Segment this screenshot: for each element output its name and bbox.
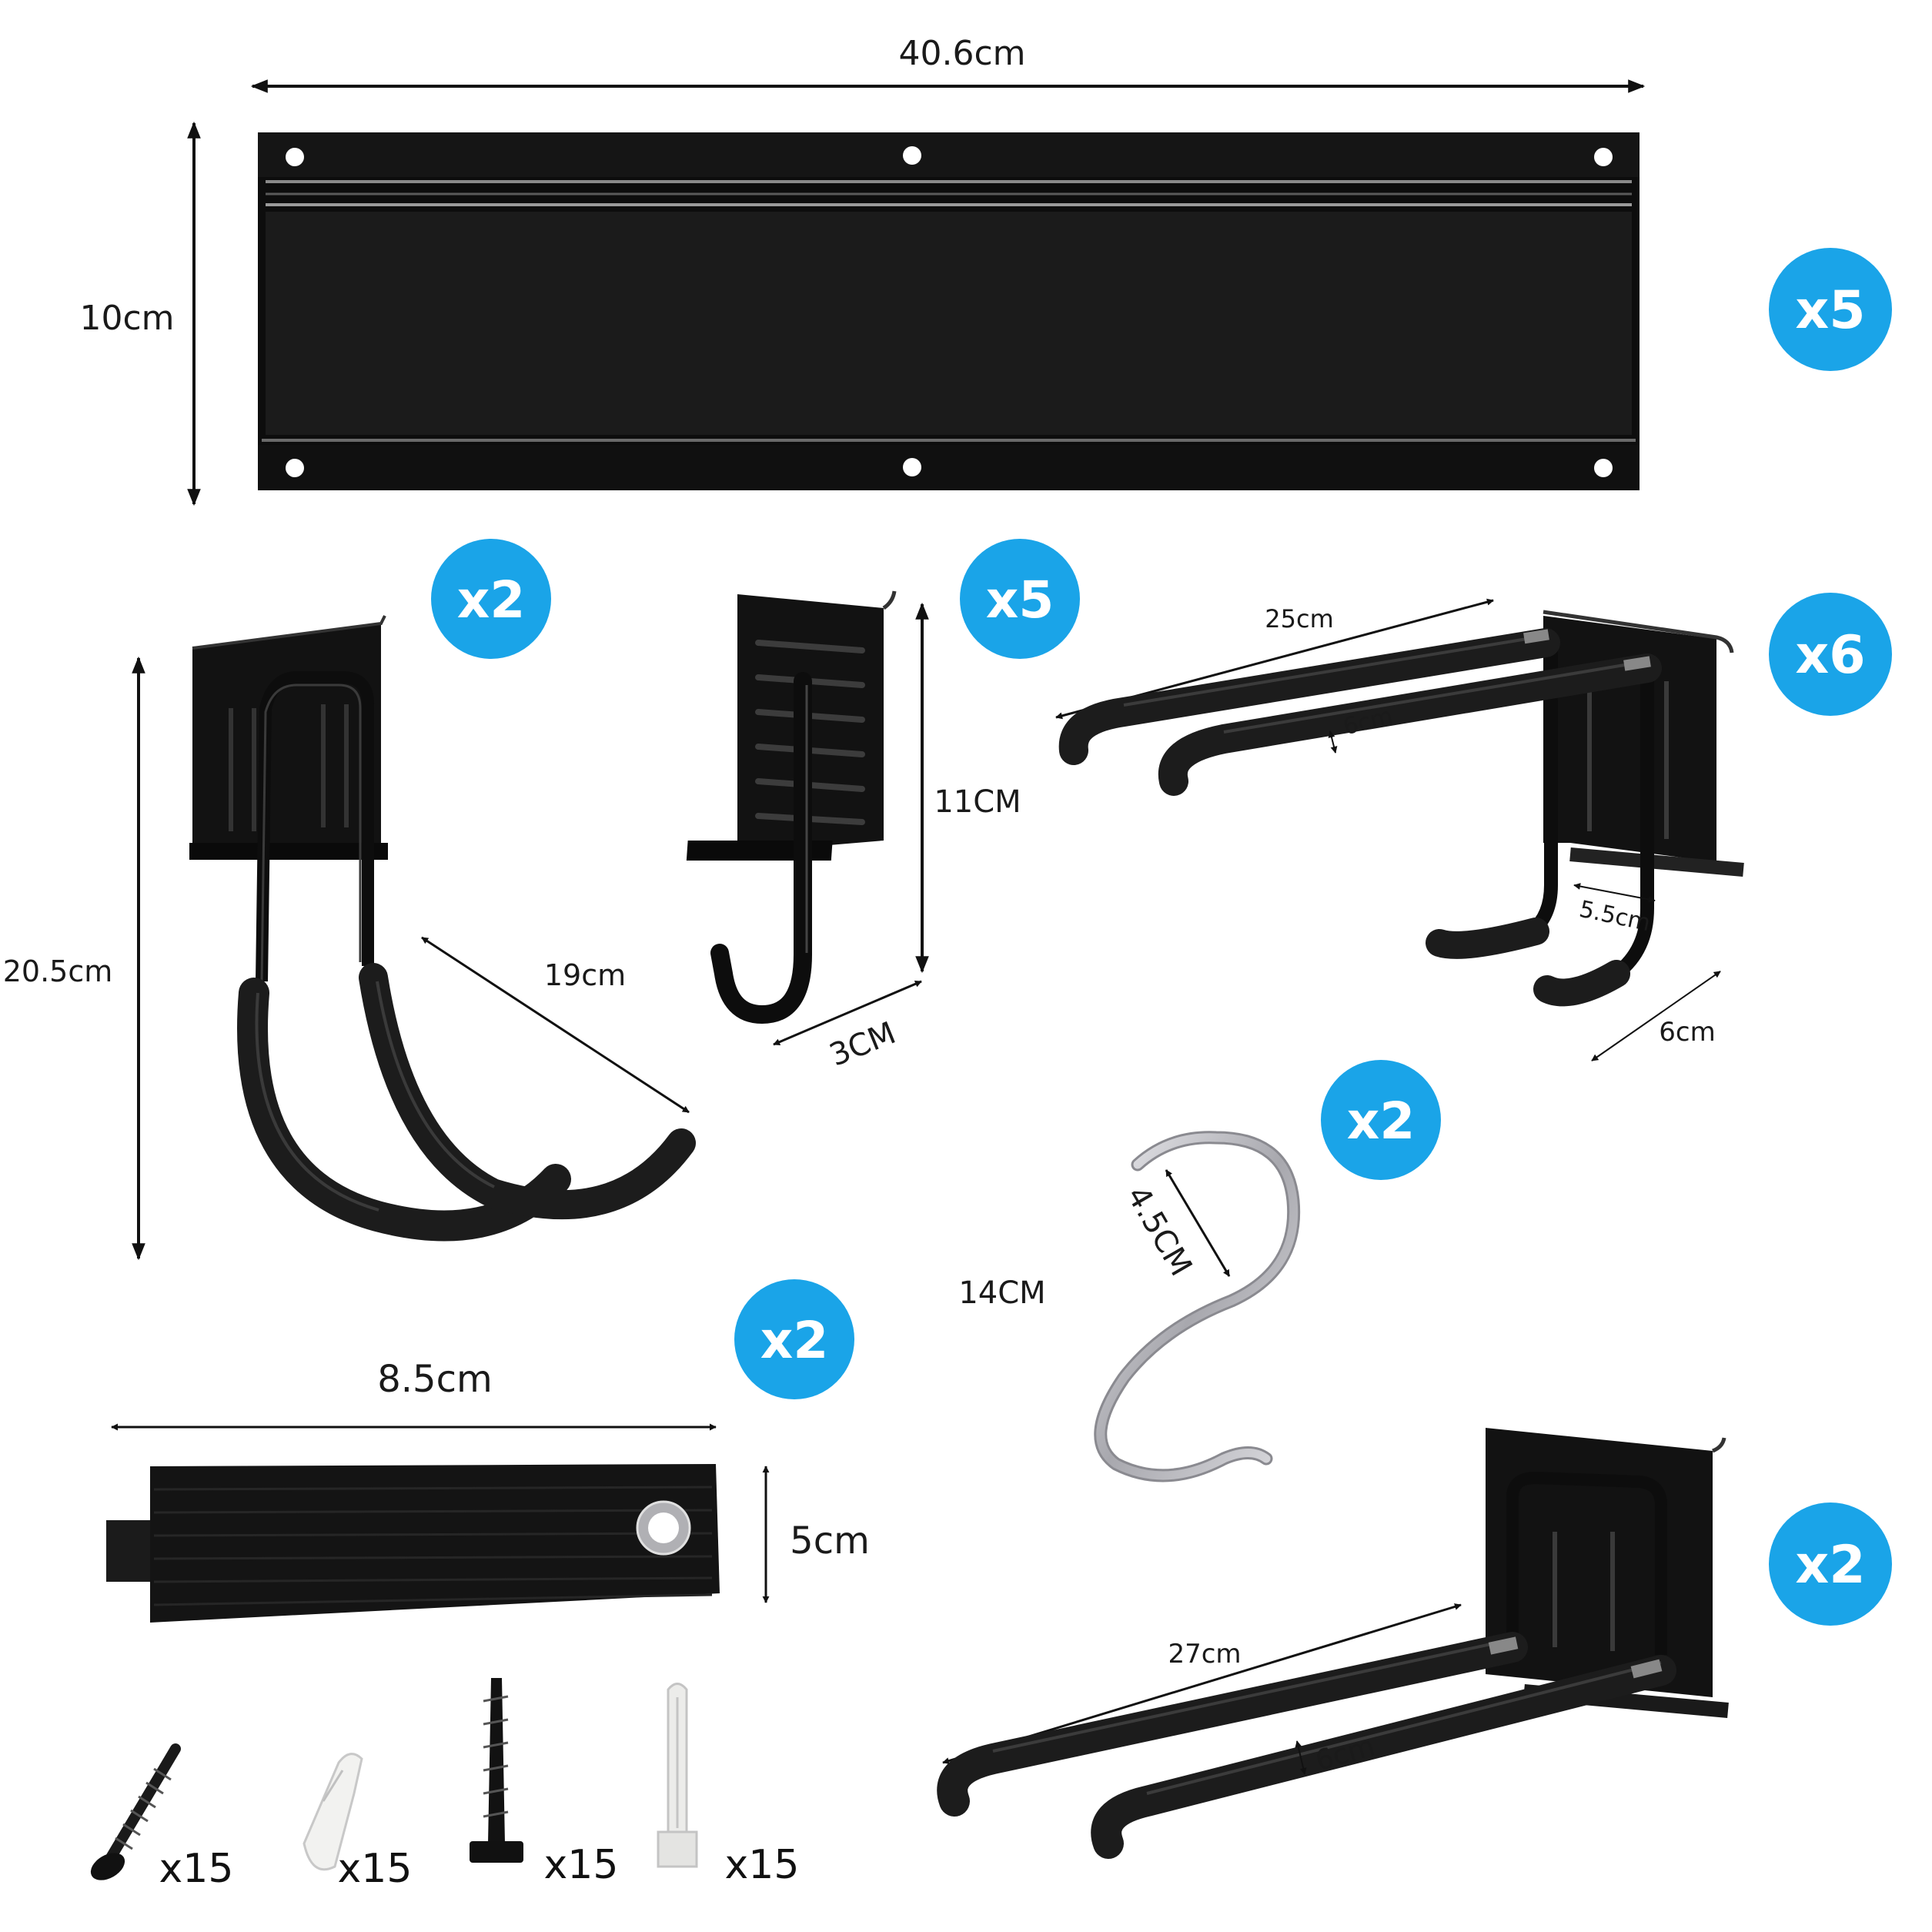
double-hook-quantity-badge [431,539,551,659]
s-hook-image [1094,1131,1301,1482]
u-hook-gap-dimension-line [1328,730,1338,754]
strap-quantity-badge [734,1279,854,1399]
long-hook-quantity-badge [1769,1502,1892,1626]
u-hook-length-label: 25cm [1265,604,1333,633]
s-hook-opening-dimension-line [1165,1169,1231,1277]
single-hook-quantity-label: x5 [986,570,1055,630]
u-hook-image [1058,610,1744,1007]
u-hook-quantity-badge [1769,593,1892,716]
single-hook-depth-dimension-line [773,980,922,1046]
long-hook-gap-label: 6cm [1312,1730,1379,1777]
strap-group: 8.5cm 5cm x2 [106,1279,870,1623]
long-hook-length-label: 27cm [1168,1639,1241,1670]
double-hook-diagonal-dimension-line [421,936,690,1114]
small-anchor-icon [303,1753,363,1871]
double-hook-quantity-label: x2 [457,570,526,630]
rail-group: 40.6cm 10cm x5 [79,34,1892,506]
u-hook-depth-label: 6cm [1659,1017,1715,1048]
double-hook-curved-group: 20.5cm 19cm x2 [3,539,696,1261]
strap-height-label: 5cm [790,1519,870,1563]
large-screw-count: x15 [544,1842,619,1888]
s-hook-quantity-label: x2 [1347,1091,1416,1151]
small-screw-count: x15 [159,1846,234,1892]
double-hook-curved-image [189,615,696,1242]
rail-height-label: 10cm [79,299,174,338]
single-hook-depth-label: 3CM [824,1015,901,1074]
s-hook-quantity-badge [1321,1060,1441,1180]
small-anchor-count: x15 [338,1846,413,1892]
large-anchor-icon [657,1683,698,1868]
single-hook-height-label: 11CM [934,784,1021,820]
rail-width-label: 40.6cm [898,34,1025,73]
strap-quantity-label: x2 [760,1311,829,1370]
large-anchor-count: x15 [725,1842,800,1888]
single-hook-quantity-badge [960,539,1080,659]
u-hook-inner-dimension-line [1573,883,1656,903]
u-hook-depth-dimension-line [1591,971,1721,1061]
s-hook-group: 4.5CM 14CM x2 [958,1060,1441,1482]
u-hook-quantity-label: x6 [1795,625,1865,686]
double-hook-diagonal-label: 19cm [544,958,626,992]
large-screw-icon [470,1678,523,1863]
strap-width-label: 8.5cm [377,1358,492,1401]
long-hook-quantity-label: x2 [1795,1535,1865,1596]
s-hook-height-label: 14CM [958,1275,1045,1311]
long-hook-gap-dimension-line [1295,1740,1307,1775]
u-hook-group: 25cm 6cm 5.5cm 6cm x6 [1055,593,1892,1061]
hardware-group: x15 x15 x15 x15 [90,1678,800,1892]
small-screw-icon [90,1743,181,1880]
rail-quantity-label: x5 [1795,280,1865,341]
strap-image [106,1464,720,1623]
long-hook-image [937,1428,1729,1859]
single-hook-image [686,590,897,1024]
single-hook-group: 11CM 3CM x5 [686,539,1080,1074]
long-hook-group: 27cm 6cm x2 [937,1428,1892,1859]
rail-image [258,132,1640,490]
double-hook-height-label: 20.5cm [3,954,113,988]
s-hook-opening-label: 4.5CM [1119,1180,1198,1282]
rail-quantity-badge [1769,248,1892,371]
